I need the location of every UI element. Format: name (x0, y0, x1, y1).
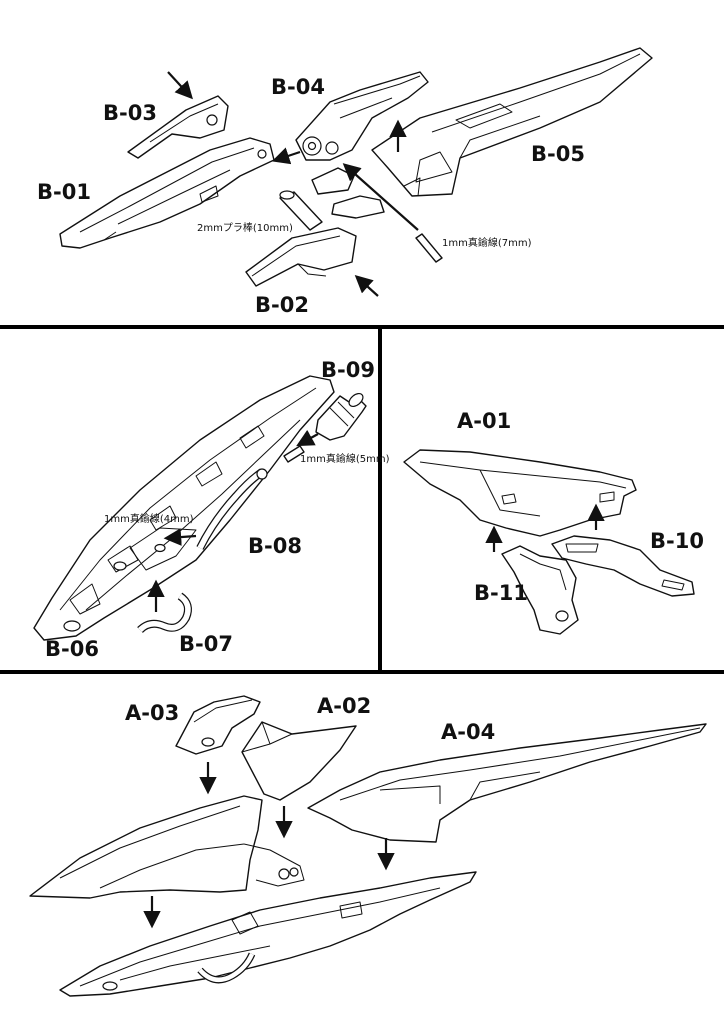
part-a01-shape (403, 449, 637, 537)
arrow-b09 (296, 429, 319, 447)
arrow-brass-4mm (163, 528, 197, 546)
label-b06: B-06 (45, 637, 99, 661)
arrow-brass-wire (342, 163, 419, 231)
note-plastic-rod: 2mmプラ棒(10mm) (197, 221, 293, 234)
arrow-b02 (354, 275, 379, 297)
brass-wire-5mm-shape (283, 445, 305, 463)
upper-shell-shape (29, 795, 305, 899)
plastic-rod-shape (279, 190, 323, 231)
middle-right-panel: A-01 B-10 B-11 (403, 409, 704, 635)
part-b03-shape (127, 95, 229, 159)
label-a01: A-01 (457, 409, 511, 433)
label-b07: B-07 (179, 632, 233, 656)
label-b09: B-09 (321, 358, 375, 382)
top-panel: B-03 B-04 B-05 B-01 B-02 2mmプラ棒(10mm) 1m… (37, 47, 653, 317)
label-b03: B-03 (103, 101, 157, 125)
part-b09-shape (315, 392, 367, 441)
part-b11-shape (501, 545, 579, 635)
arrow-b04-to-b01 (271, 147, 301, 165)
arrow-b03 (167, 71, 193, 100)
label-a03: A-03 (125, 701, 179, 725)
part-b02-shape (245, 227, 357, 287)
label-a04: A-04 (441, 720, 495, 744)
note-brass-wire-5mm: 1mm真鍮線(5mm) (300, 452, 390, 465)
part-b06-shape (33, 375, 335, 641)
label-b08: B-08 (248, 534, 302, 558)
part-a03-shape (175, 695, 261, 755)
part-b05-shape (371, 47, 653, 197)
lower-body-shape (59, 871, 477, 997)
label-b04: B-04 (271, 75, 325, 99)
part-a02-shape (241, 721, 357, 801)
note-brass-wire-7mm: 1mm真鍮線(7mm) (442, 236, 532, 249)
part-a04-shape (307, 723, 707, 843)
note-brass-wire-4mm: 1mm真鍮線(4mm) (104, 512, 194, 525)
label-a02: A-02 (317, 694, 371, 718)
bottom-panel: A-03 A-02 A-04 (29, 694, 707, 997)
part-b10-shape (551, 535, 695, 597)
brass-wire-7mm-shape (415, 233, 443, 263)
label-b11: B-11 (474, 581, 528, 605)
label-b01: B-01 (37, 180, 91, 204)
label-b02: B-02 (255, 293, 309, 317)
part-b07-shape (137, 592, 192, 633)
label-b10: B-10 (650, 529, 704, 553)
label-b05: B-05 (531, 142, 585, 166)
middle-left-panel: B-09 B-08 B-06 B-07 1mm真鍮線(5mm) 1mm真鍮線(4… (33, 358, 390, 661)
part-b08-shape (196, 468, 268, 550)
part-b01-shape (59, 137, 275, 249)
